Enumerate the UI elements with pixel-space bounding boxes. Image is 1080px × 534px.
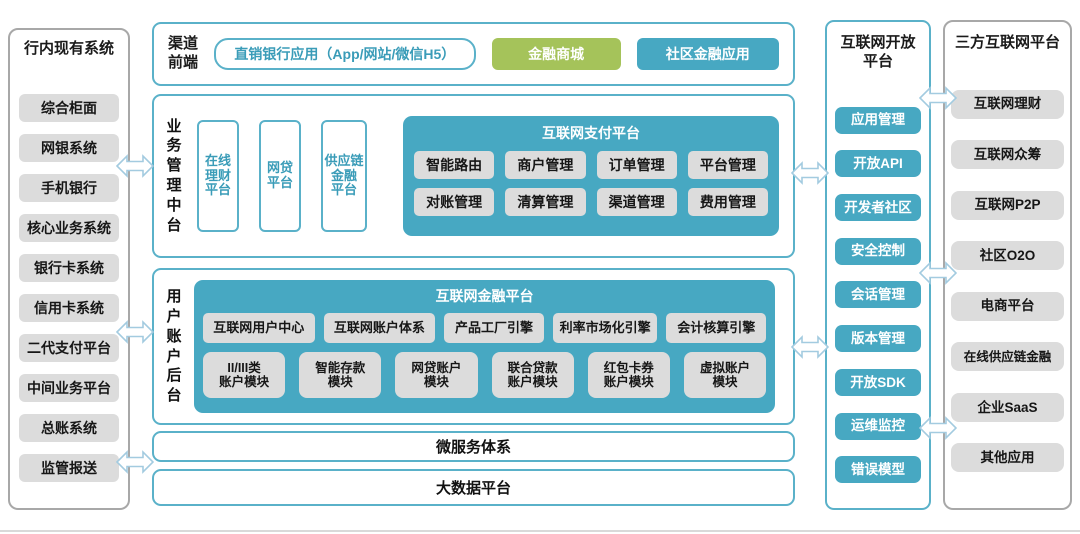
third-party-item: 电商平台 xyxy=(951,291,1064,321)
finance-module: 互联网账户体系 xyxy=(323,313,436,343)
internet-finance-platform-title: 互联网金融平台 xyxy=(435,288,534,304)
double-arrow-icon xyxy=(116,450,154,474)
online-loan-platform-box: 网贷 平台 xyxy=(259,120,301,232)
double-arrow-icon xyxy=(791,161,829,185)
user-account-back-label: 用户账户后台 xyxy=(166,288,182,405)
online-wealth-platform-box: 在线 理财 平台 xyxy=(197,120,239,232)
account-module: 红包卡券 账户模块 xyxy=(587,352,670,398)
system-item: 网银系统 xyxy=(19,134,119,162)
finance-module: 利率市场化引擎 xyxy=(552,313,658,343)
third-party-item: 在线供应链金融 xyxy=(951,342,1064,372)
panel-existing-bank-systems: 行内现有系统 综合柜面 网银系统 手机银行 核心业务系统 银行卡系统 信用卡系统… xyxy=(8,28,130,510)
payment-module: 商户管理 xyxy=(505,151,586,179)
channel-frontend-label: 渠道 前端 xyxy=(168,35,199,71)
system-item: 中间业务平台 xyxy=(19,374,119,402)
internet-payment-platform-box: 互联网支付平台 智能路由 商户管理 订单管理 平台管理 对账管理 清算管理 渠道… xyxy=(403,116,779,236)
payment-module: 智能路由 xyxy=(414,151,495,179)
open-platform-item: 运维监控 xyxy=(835,412,921,440)
third-party-item: 互联网理财 xyxy=(951,89,1064,119)
payment-module: 平台管理 xyxy=(687,151,768,179)
finance-module: 互联网用户中心 xyxy=(203,313,315,343)
direct-bank-app-box: 直销银行应用（App/网站/微信H5） xyxy=(214,38,476,70)
open-platform-item: 开发者社区 xyxy=(835,194,921,222)
business-middle-label: 业务管理中台 xyxy=(166,117,182,234)
internet-finance-platform-box: 互联网金融平台 互联网用户中心 互联网账户体系 产品工厂引擎 利率市场化引擎 会… xyxy=(194,280,775,413)
open-platform-item: 版本管理 xyxy=(835,325,921,353)
payment-module: 订单管理 xyxy=(596,151,677,179)
finance-mall-box: 金融商城 xyxy=(491,38,621,70)
panel-channel-frontend: 渠道 前端 直销银行应用（App/网站/微信H5） 金融商城 社区金融应用 xyxy=(152,22,795,86)
community-finance-app-box: 社区金融应用 xyxy=(636,38,779,70)
system-item: 手机银行 xyxy=(19,174,119,202)
third-party-item: 互联网众筹 xyxy=(951,140,1064,170)
open-platform-list: 应用管理 开放API 开发者社区 安全控制 会话管理 版本管理 开放SDK 运维… xyxy=(835,90,921,500)
microservice-bar: 微服务体系 xyxy=(152,431,795,462)
finance-module: 产品工厂引擎 xyxy=(444,313,544,343)
account-module: 虚拟账户 模块 xyxy=(683,352,767,398)
panel-third-party-platforms: 三方互联网平台 互联网理财 互联网众筹 互联网P2P 社区O2O 电商平台 在线… xyxy=(943,20,1072,510)
panel-business-middle: 业务管理中台 在线 理财 平台 网贷 平台 供应链 金融 平台 互联网支付平台 … xyxy=(152,94,795,258)
panel-internet-open-platform: 互联网开放 平台 应用管理 开放API 开发者社区 安全控制 会话管理 版本管理… xyxy=(825,20,931,510)
internet-open-platform-title: 互联网开放 平台 xyxy=(840,34,916,70)
double-arrow-icon xyxy=(919,416,957,440)
account-module: 智能存款 模块 xyxy=(299,352,382,398)
double-arrow-icon xyxy=(791,335,829,359)
existing-systems-list: 综合柜面 网银系统 手机银行 核心业务系统 银行卡系统 信用卡系统 二代支付平台… xyxy=(19,82,119,494)
payment-module: 清算管理 xyxy=(505,188,586,216)
finance-module: 会计核算引擎 xyxy=(666,313,767,343)
payment-module: 对账管理 xyxy=(414,188,495,216)
system-item: 核心业务系统 xyxy=(19,214,119,242)
third-party-item: 其他应用 xyxy=(951,443,1064,473)
double-arrow-icon xyxy=(919,261,957,285)
panel-user-account-back: 用户账户后台 互联网金融平台 互联网用户中心 互联网账户体系 产品工厂引擎 利率… xyxy=(152,268,795,425)
system-item: 银行卡系统 xyxy=(19,254,119,282)
open-platform-item: 错误模型 xyxy=(835,456,921,484)
account-module: 网贷账户 模块 xyxy=(395,352,478,398)
panel-existing-bank-systems-title: 行内现有系统 xyxy=(23,40,114,57)
open-platform-item: 应用管理 xyxy=(835,106,921,134)
double-arrow-icon xyxy=(919,86,957,110)
system-item: 总账系统 xyxy=(19,414,119,442)
account-module: 联合贷款 账户模块 xyxy=(491,352,574,398)
third-party-item: 社区O2O xyxy=(951,241,1064,271)
open-platform-item: 开放API xyxy=(835,150,921,178)
account-module: II/III类 账户模块 xyxy=(203,352,286,398)
open-platform-item: 开放SDK xyxy=(835,368,921,396)
system-item: 信用卡系统 xyxy=(19,294,119,322)
double-arrow-icon xyxy=(116,320,154,344)
double-arrow-icon xyxy=(116,154,154,178)
system-item: 综合柜面 xyxy=(19,94,119,122)
bottom-divider xyxy=(0,530,1080,532)
bigdata-bar: 大数据平台 xyxy=(152,469,795,506)
supply-chain-finance-platform-box: 供应链 金融 平台 xyxy=(321,120,367,232)
open-platform-item: 安全控制 xyxy=(835,237,921,265)
system-item: 二代支付平台 xyxy=(19,334,119,362)
internet-payment-platform-title: 互联网支付平台 xyxy=(542,125,640,141)
third-party-platforms-title: 三方互联网平台 xyxy=(954,34,1060,51)
third-party-item: 互联网P2P xyxy=(951,190,1064,220)
third-party-item: 企业SaaS xyxy=(951,392,1064,422)
system-item: 监管报送 xyxy=(19,454,119,482)
payment-module: 费用管理 xyxy=(687,188,768,216)
open-platform-item: 会话管理 xyxy=(835,281,921,309)
payment-module: 渠道管理 xyxy=(596,188,677,216)
third-party-list: 互联网理财 互联网众筹 互联网P2P 社区O2O 电商平台 在线供应链金融 企业… xyxy=(951,68,1064,494)
